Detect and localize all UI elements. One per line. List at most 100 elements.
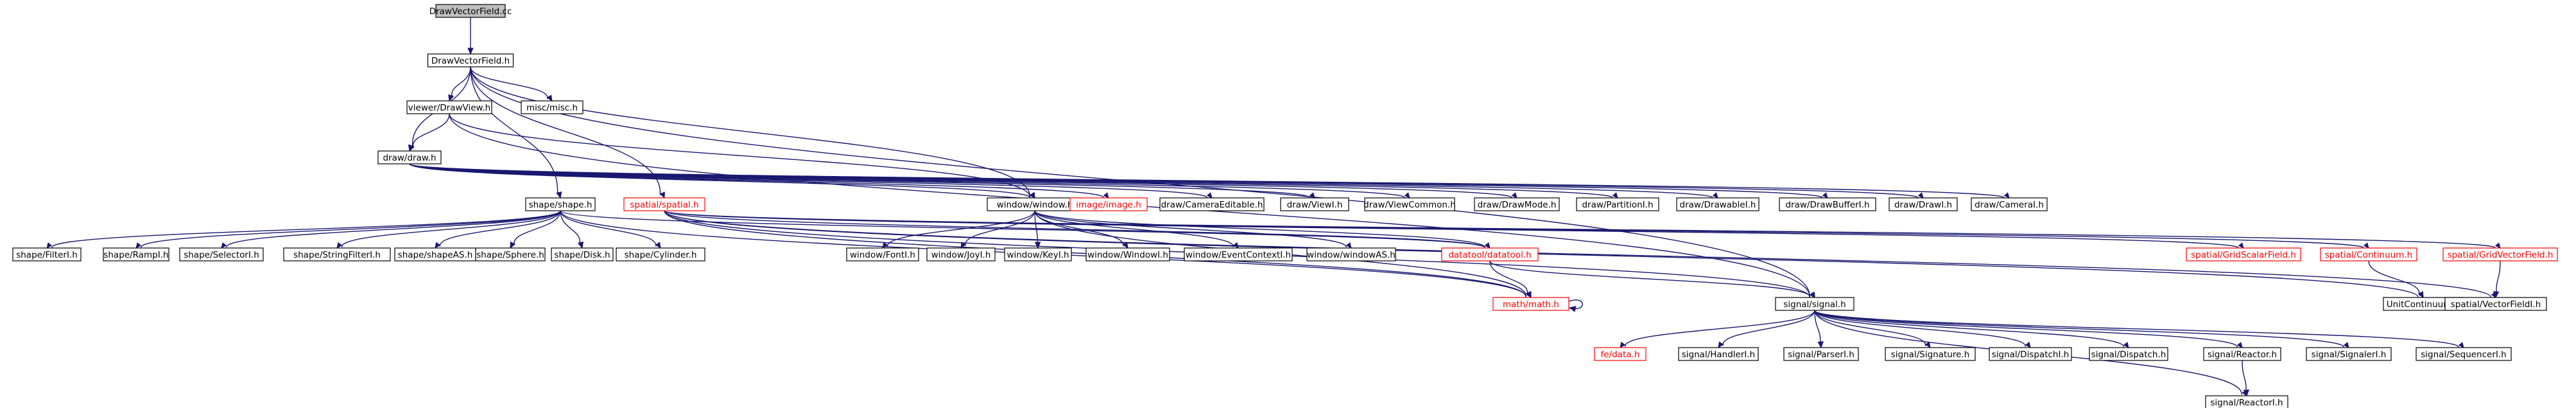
- node-shapecylinder[interactable]: shape/Cylinder.h: [616, 247, 705, 262]
- node-signaleri[interactable]: signal/SignalerI.h: [2306, 347, 2392, 361]
- node-datatool[interactable]: datatool/datatool.h: [1441, 247, 1539, 262]
- node-drawablei[interactable]: draw/DrawableI.h: [1676, 197, 1759, 211]
- edge-spatial-to-gridvectorfield: [664, 210, 2501, 249]
- edge-arrowhead: [2003, 192, 2010, 199]
- node-windowwindowi[interactable]: window/WindowI.h: [1085, 247, 1170, 262]
- node-fedata[interactable]: fe/data.h: [1594, 347, 1647, 361]
- node-windoweventcontext[interactable]: window/EventContextI.h: [1184, 247, 1293, 262]
- node-dvf[interactable]: DrawVectorField.h: [427, 53, 514, 67]
- edge-arrowhead: [2494, 242, 2501, 249]
- node-label: window/JoyI.h: [931, 250, 991, 260]
- node-root[interactable]: DrawVectorField.cc: [429, 4, 512, 18]
- node-label: spatial/GridVectorField.h: [2448, 250, 2554, 260]
- node-dispatch[interactable]: signal/Dispatch.h: [2089, 347, 2168, 361]
- node-box: [435, 4, 506, 18]
- edge-shape-to-shapedisk: [560, 210, 583, 249]
- edge-arrowhead: [448, 94, 454, 102]
- node-handleri[interactable]: signal/HandlerI.h: [1678, 347, 1759, 361]
- node-draw[interactable]: draw/draw.h: [377, 150, 442, 164]
- edge-line: [141, 210, 561, 248]
- node-label: draw/DrawI.h: [1894, 200, 1952, 210]
- node-windowkey[interactable]: window/KeyI.h: [1004, 247, 1072, 262]
- node-misc[interactable]: misc/misc.h: [521, 100, 583, 114]
- node-label: shape/StringFilterI.h: [293, 250, 381, 260]
- node-label: signal/Reactor.h: [2208, 350, 2277, 360]
- node-reactor[interactable]: signal/Reactor.h: [2203, 347, 2281, 361]
- edge-window-to-windowjoy: [960, 210, 1035, 249]
- edge-shape-to-shapestringfilter: [336, 210, 561, 249]
- node-drawi[interactable]: draw/DrawI.h: [1889, 197, 1958, 211]
- node-signal[interactable]: signal/signal.h: [1775, 297, 1854, 311]
- edge-line: [1814, 310, 2459, 348]
- node-box: [2186, 247, 2301, 262]
- node-viewi[interactable]: draw/ViewI.h: [1280, 197, 1349, 211]
- node-label: window/KeyI.h: [1007, 250, 1069, 260]
- node-shapeselector[interactable]: shape/SelectorI.h: [179, 247, 264, 262]
- node-camerai[interactable]: draw/CameraI.h: [1971, 197, 2048, 211]
- node-shapefilter[interactable]: shape/FilterI.h: [12, 247, 82, 262]
- node-shapeas[interactable]: shape/shapeAS.h: [394, 247, 476, 262]
- node-box: [623, 197, 705, 211]
- node-shapestringfilter[interactable]: shape/StringFilterI.h: [283, 247, 391, 262]
- node-reactori[interactable]: signal/ReactorI.h: [2205, 395, 2288, 408]
- node-drawbufferi[interactable]: draw/DrawBufferI.h: [1779, 197, 1876, 211]
- node-signature[interactable]: signal/Signature.h: [1885, 347, 1976, 361]
- node-box: [283, 247, 391, 262]
- edge-layer: [46, 17, 2501, 397]
- node-viewcommon[interactable]: draw/ViewCommon.h: [1363, 197, 1456, 211]
- node-gridvectorfield[interactable]: spatial/GridVectorField.h: [2442, 247, 2558, 262]
- node-label: shape/SelectorI.h: [184, 250, 259, 260]
- node-continuum[interactable]: spatial/Continuum.h: [2320, 247, 2417, 262]
- edge-arrowhead: [467, 48, 474, 55]
- node-box: [1159, 197, 1265, 211]
- edge-arrowhead: [1309, 192, 1315, 199]
- node-windowjoy[interactable]: window/JoyI.h: [926, 247, 996, 262]
- node-box: [1594, 347, 1647, 361]
- node-box: [406, 100, 492, 114]
- node-label: signal/SequencerI.h: [2421, 350, 2506, 360]
- node-gridscalarfield[interactable]: spatial/GridScalarField.h: [2186, 247, 2301, 262]
- node-sequenceri[interactable]: signal/SequencerI.h: [2416, 347, 2512, 361]
- edge-arrowhead: [435, 242, 441, 249]
- node-parseri[interactable]: signal/ParserI.h: [1783, 347, 1859, 361]
- node-drawview[interactable]: viewer/DrawView.h: [406, 100, 492, 114]
- node-spatial[interactable]: spatial/spatial.h: [623, 197, 705, 211]
- node-label: viewer/DrawView.h: [408, 103, 490, 113]
- node-partitioni[interactable]: draw/PartitionI.h: [1576, 197, 1659, 211]
- edge-arrowhead: [409, 144, 415, 152]
- node-label: fe/data.h: [1601, 350, 1640, 360]
- edge-shape-to-shapecylinder: [560, 210, 661, 249]
- node-label: signal/DispatchI.h: [1992, 350, 2070, 360]
- node-windowfont[interactable]: window/FontI.h: [846, 247, 919, 262]
- node-shapesphere[interactable]: shape/Sphere.h: [475, 247, 546, 262]
- node-label: DrawVectorField.cc: [429, 6, 512, 17]
- node-cameraeditable[interactable]: draw/CameraEditable.h: [1159, 197, 1265, 211]
- node-shaperamp[interactable]: shape/RampI.h: [103, 247, 169, 262]
- edge-line: [560, 210, 657, 247]
- edge-arrowhead: [1822, 192, 1828, 199]
- edge-line: [1814, 310, 2124, 348]
- node-shapedisk[interactable]: shape/Disk.h: [551, 247, 614, 262]
- node-label: window/WindowI.h: [1087, 250, 1168, 260]
- node-shape[interactable]: shape/shape.h: [525, 197, 596, 211]
- node-math[interactable]: math/math.h: [1492, 297, 1569, 311]
- edge-arrowhead: [1712, 192, 1718, 199]
- node-drawmode[interactable]: draw/DrawMode.h: [1474, 197, 1560, 211]
- node-dispatchi[interactable]: signal/DispatchI.h: [1989, 347, 2072, 361]
- node-label: shape/Cylinder.h: [625, 250, 697, 260]
- edge-shape-to-shapefilter: [46, 210, 561, 249]
- node-image[interactable]: image/image.h: [1069, 197, 1148, 211]
- edge-line: [409, 163, 1713, 199]
- edge-arrowhead: [2238, 242, 2244, 249]
- edge-shape-to-shaperamp: [135, 210, 561, 249]
- edge-arrowhead: [655, 242, 661, 249]
- node-label: signal/ParserI.h: [1788, 350, 1854, 360]
- node-window[interactable]: window/window.h: [987, 197, 1083, 211]
- edge-line: [560, 210, 1485, 249]
- node-windowas[interactable]: window/windowAS.h: [1306, 247, 1396, 262]
- node-vectorfieldi[interactable]: spatial/VectorFieldI.h: [2444, 297, 2547, 311]
- edge-arrowhead: [2236, 342, 2243, 348]
- node-box: [616, 247, 705, 262]
- node-box: [1492, 297, 1569, 311]
